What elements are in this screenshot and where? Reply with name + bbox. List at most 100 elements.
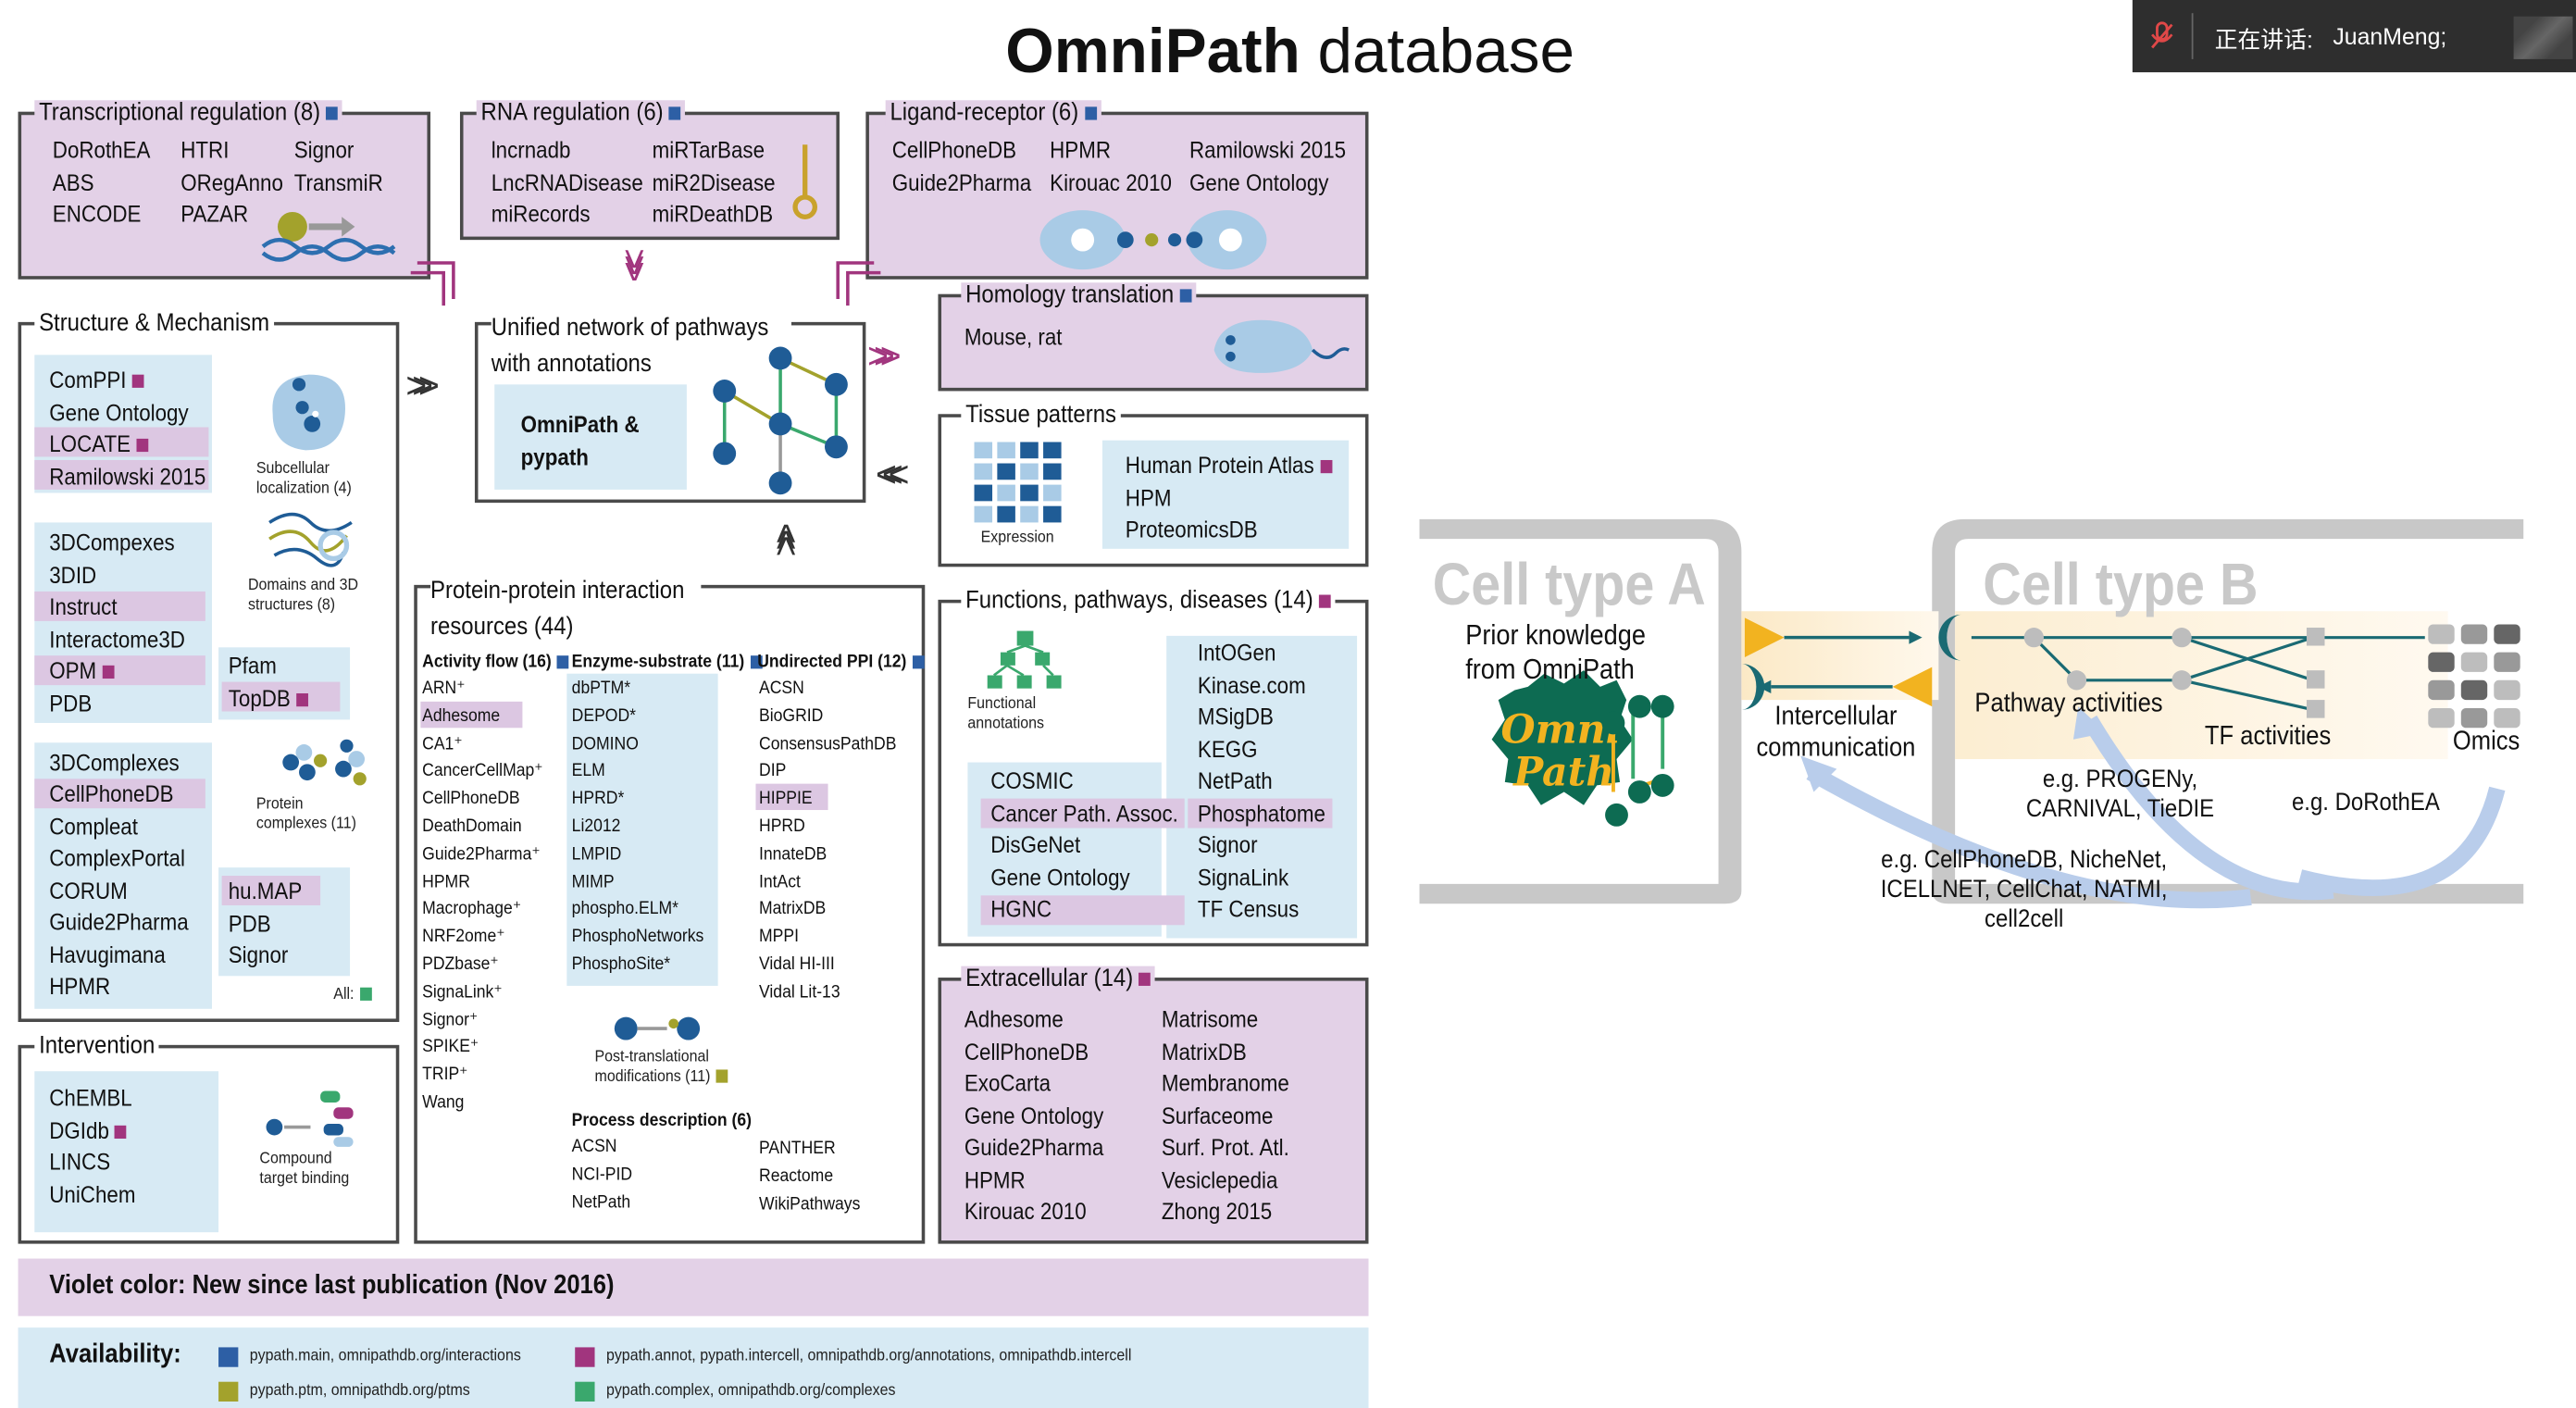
rna-panel: RNA regulation (6) lncrnadb miRTarBase L…	[459, 99, 840, 241]
highlight-hippie	[755, 783, 828, 811]
list-item: Kinase.com	[1197, 671, 1306, 698]
violet-marker	[1139, 972, 1151, 986]
list-item: CellPhoneDB	[49, 780, 174, 807]
list-item: 3DID	[49, 562, 97, 589]
blue-marker	[1179, 289, 1192, 303]
compound-binding-icon	[266, 1090, 354, 1147]
cell-localization-icon	[272, 374, 346, 451]
list-item: TopDB	[229, 685, 309, 712]
highlight-humap	[221, 876, 321, 905]
list-item: Human Protein Atlas	[1126, 452, 1332, 478]
structure-group-2-bg	[34, 522, 212, 723]
omnipath-box-label: OmniPath & pypath	[520, 410, 640, 470]
list-item: Ramilowski 2015	[49, 463, 206, 490]
list-item: HPMR	[964, 1165, 1026, 1192]
list-item: TransmiR	[293, 168, 383, 196]
list-item: Guide2Pharma⁺	[422, 843, 541, 865]
list-item: IntAct	[759, 871, 801, 892]
process-title: Process description (6)	[571, 1110, 753, 1131]
list-item: TF Census	[1197, 895, 1300, 922]
list-item: Kirouac 2010	[1050, 168, 1172, 196]
violet-note-bar: Violet color: New since last publication…	[18, 1258, 1369, 1316]
functions-right-bg	[1166, 635, 1358, 939]
list-item: lncrnadb	[491, 136, 571, 163]
network-icon	[713, 346, 848, 495]
list-item: SignaLink⁺	[422, 982, 503, 1003]
list-item: ACSN	[571, 1137, 617, 1157]
tissue-panel: Tissue patterns Expression Human Protein…	[938, 402, 1369, 567]
blue-marker	[912, 655, 925, 669]
progeny-example: e.g. PROGENy, CARNIVAL, TieDIE	[2025, 766, 2215, 824]
logo-text-2: Path	[1512, 749, 1614, 795]
ppi-panel: Protein-protein interaction resources (4…	[414, 573, 926, 1244]
list-item: Cancer Path. Assoc.	[990, 799, 1178, 826]
list-item: dbPTM*	[571, 679, 631, 699]
list-item: CORUM	[49, 877, 128, 904]
list-item: ACSN	[759, 679, 804, 699]
unified-panel: Unified network of pathways with annotat…	[474, 310, 866, 504]
highlight-adhesome	[420, 701, 523, 729]
list-item: HPMR	[1050, 136, 1112, 163]
annotation-tree-icon	[987, 630, 1062, 689]
availability-swatch	[218, 1347, 239, 1367]
all-label: All:	[333, 986, 372, 1005]
availability-item: pypath.ptm, omnipathdb.org/ptms	[249, 1381, 470, 1401]
omnipath-logo: Omni Path	[1491, 670, 1634, 805]
list-item: Instruct	[49, 592, 118, 620]
list-item: NCI-PID	[571, 1165, 633, 1185]
list-item: ChEMBL	[49, 1084, 132, 1111]
olive-marker	[716, 1070, 728, 1084]
list-item: MatrixDB	[759, 899, 827, 919]
structure-panel: Structure & Mechanism ComPPI Gene Ontolo…	[18, 310, 400, 1022]
list-item: Compleat	[49, 813, 138, 840]
list-item: ELM	[571, 761, 605, 781]
intervention-bg	[34, 1071, 219, 1233]
cell-a-label: Cell type A	[1432, 550, 1706, 618]
violet-marker	[136, 439, 149, 453]
highlight-topdb	[221, 681, 341, 712]
icon-caption: Compound target binding	[259, 1150, 350, 1189]
list-item: LINCS	[49, 1148, 111, 1176]
list-item: Havugimana	[49, 941, 166, 968]
list-item: Surf. Prot. Atl.	[1161, 1133, 1289, 1161]
ppi-title: Protein-protein interaction resources (4…	[430, 573, 702, 646]
list-item: PDB	[49, 690, 93, 716]
availability-item: pypath.complex, omnipathdb.org/complexes	[605, 1381, 896, 1401]
list-item: Gene Ontology	[964, 1102, 1104, 1128]
availability-swatch	[218, 1381, 239, 1402]
list-item: ComplexPortal	[49, 844, 185, 871]
violet-marker	[296, 693, 309, 707]
icon-caption: Domains and 3D structures (8)	[248, 576, 358, 615]
chevron-down-icon: >>>	[614, 248, 655, 268]
list-item: HPRD*	[571, 789, 625, 809]
homology-panel: Homology translation Mouse, rat	[938, 281, 1369, 392]
blue-marker	[326, 106, 339, 120]
blue-marker	[557, 655, 569, 669]
cell-pair-icon	[1039, 210, 1267, 270]
list-item: TRIP⁺	[422, 1065, 468, 1085]
highlight-cancer-path	[980, 798, 1185, 829]
homology-title: Homology translation	[961, 281, 1197, 309]
intervention-panel: Intervention ChEMBL DGIdb LINCS UniChem …	[18, 1033, 400, 1244]
list-item: HPMR	[422, 871, 470, 892]
speaker-badge: 正在讲话: JuanMeng;	[2132, 0, 2576, 73]
extracellular-title: Extracellular (14)	[961, 966, 1156, 993]
list-item: DOMINO	[571, 733, 639, 754]
list-item: miRDeathDB	[652, 200, 774, 227]
list-item: NRF2ome⁺	[422, 927, 505, 947]
icon-caption: Subcellular localization (4)	[255, 459, 352, 498]
list-item: Guide2Pharma	[964, 1133, 1104, 1161]
transcriptional-panel: Transcriptional regulation (8) DoRothEA …	[18, 99, 431, 280]
tissue-list-bg	[1101, 440, 1350, 549]
list-item: Signor	[1197, 831, 1258, 858]
list-item: Gene Ontology	[49, 399, 189, 426]
list-item: Interactome3D	[49, 626, 185, 653]
list-item: Matrisome	[1161, 1005, 1259, 1032]
list-item: Guide2Pharma	[49, 908, 189, 935]
list-item: 3DComplexes	[49, 749, 180, 776]
list-item: Kirouac 2010	[964, 1197, 1087, 1225]
pathway-activities-label: Pathway activities	[1974, 690, 2163, 718]
list-item: Surfaceome	[1161, 1102, 1274, 1128]
list-item: Gene Ontology	[990, 863, 1130, 891]
list-item: ENCODE	[52, 200, 142, 227]
